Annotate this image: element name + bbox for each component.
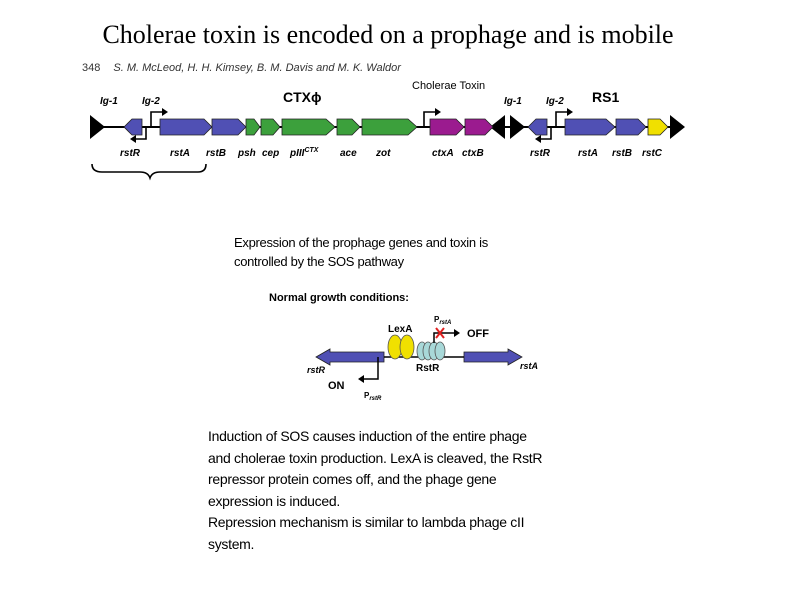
induction-text: Induction of SOS causes induction of the… (208, 426, 638, 555)
ctx-phage-label: CTXϕ (283, 89, 322, 105)
gene-pIII (281, 118, 336, 136)
prstr-label: PrstR (364, 391, 382, 402)
gene-ace (336, 118, 361, 136)
bracket (91, 163, 207, 181)
gene-label: psh (237, 148, 256, 159)
induction-line: system. (208, 535, 255, 552)
left-end-marker (90, 115, 105, 139)
citation-line: 348 S. M. McLeod, H. H. Kimsey, B. M. Da… (82, 62, 401, 74)
on-label: ON (328, 380, 345, 392)
ig-label: Ig-1 (504, 96, 522, 107)
rstr-protein-label: RstR (416, 363, 440, 374)
gene-cep (260, 118, 281, 136)
gene-label: ctxB (462, 148, 484, 159)
prstr-promoter-arrow (364, 357, 379, 380)
lexa-label: LexA (388, 324, 412, 335)
gene-psh (245, 118, 261, 136)
slide-title: Cholerae toxin is encoded on a prophage … (102, 20, 674, 49)
rstR-gene-label: rstR (307, 365, 326, 375)
gene-rstB-2 (615, 118, 647, 136)
rstA-gene-label: rstA (520, 361, 538, 371)
ctx-gene-map: CTXϕ RS1 Ig-1 Ig-2 Ig-1 Ig-2 rstR rstA r… (90, 89, 685, 181)
middle-end-marker-left (490, 115, 505, 139)
gene-rstR-1 (123, 118, 143, 136)
gene-label: rstA (578, 148, 598, 159)
gene-rstA-1 (159, 118, 213, 136)
gene-label: ctxA (432, 148, 454, 159)
gene-label: rstR (120, 148, 141, 159)
expression-line: Expression of the prophage genes and tox… (234, 235, 488, 250)
gene-label: cep (262, 148, 279, 159)
gene-rstC (647, 118, 669, 136)
gene-label: rstA (170, 148, 190, 159)
gene-ctxB (464, 118, 494, 136)
citation-page: 348 (82, 62, 101, 74)
gene-ctxA (429, 118, 465, 136)
induction-line: and cholerae toxin production. LexA is c… (208, 449, 543, 466)
middle-end-marker-right (510, 115, 525, 139)
gene-labels: rstR rstA rstB psh cep pIIICTX ace zot c… (120, 147, 663, 159)
ig-label: Ig-2 (546, 96, 564, 107)
right-end-marker (670, 115, 685, 139)
induction-line: repressor protein comes off, and the pha… (208, 471, 497, 487)
rstR-gene-arrow (315, 348, 385, 366)
cholerae-toxin-label: Cholerae Toxin (412, 80, 486, 92)
induction-line: Induction of SOS causes induction of the… (208, 428, 527, 444)
gene-label: zot (375, 148, 391, 159)
gene-label: rstB (206, 148, 226, 159)
gene-label: rstB (612, 148, 632, 159)
rs1-label: RS1 (592, 89, 619, 105)
lexa-protein (399, 334, 415, 360)
gene-rstA-2 (564, 118, 616, 136)
induction-line: expression is induced. (208, 492, 340, 509)
gene-rstR-2 (527, 118, 548, 136)
ig-labels: Ig-1 Ig-2 Ig-1 Ig-2 (100, 96, 564, 107)
ig-label: Ig-1 (100, 96, 118, 107)
gene-label-pIII: pIIICTX (289, 147, 320, 159)
rstr-protein (434, 341, 446, 361)
off-label: OFF (467, 328, 489, 340)
blocked-x-icon (435, 327, 445, 339)
sos-regulation-diagram: Normal growth conditions: LexA PrstA OFF… (269, 292, 538, 402)
sos-heading: Normal growth conditions: (269, 292, 409, 304)
prsta-label: PrstA (434, 315, 451, 326)
expression-text: Expression of the prophage genes and tox… (234, 233, 564, 271)
rstA-gene-arrow (463, 348, 523, 366)
gene-rstB-1 (211, 118, 247, 136)
expression-line: controlled by the SOS pathway (234, 254, 404, 269)
prsta-promoter-arrow (433, 332, 454, 343)
prstr-arrowhead (358, 375, 364, 383)
gene-label: rstC (642, 148, 663, 159)
promoter-arrows (130, 108, 573, 143)
induction-line: Repression mechanism is similar to lambd… (208, 514, 525, 530)
gene-label: rstR (530, 148, 551, 159)
prsta-arrowhead (454, 329, 460, 337)
gene-zot (361, 118, 418, 136)
ig-label: Ig-2 (142, 96, 160, 107)
citation-authors: S. M. McLeod, H. H. Kimsey, B. M. Davis … (113, 62, 401, 74)
gene-label: ace (340, 148, 357, 159)
